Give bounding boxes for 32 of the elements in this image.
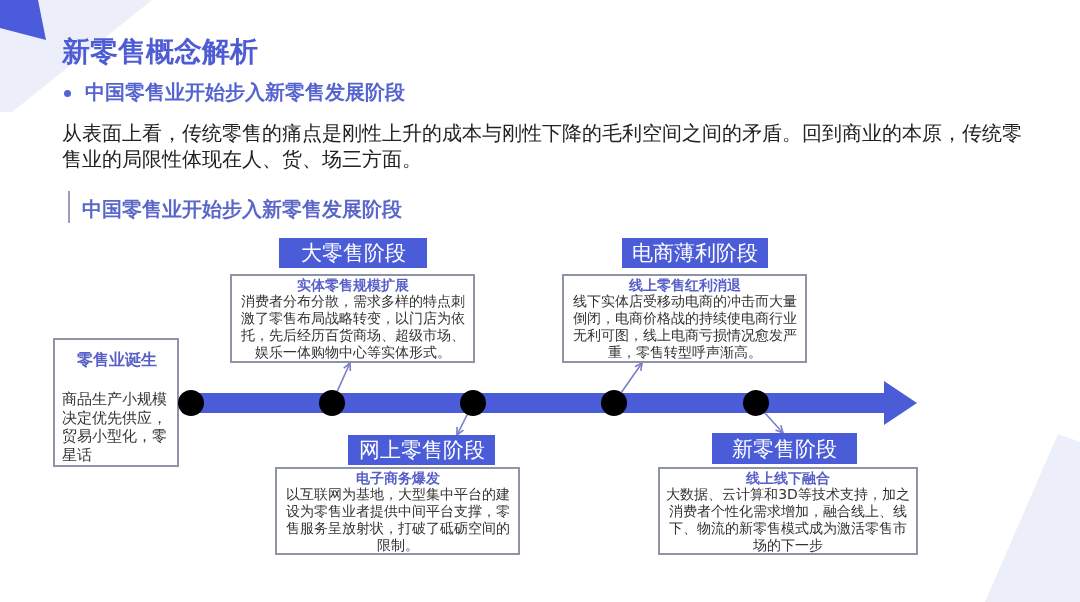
- arrow: [336, 362, 352, 392]
- intro-paragraph: 从表面上看，传统零售的痛点是刚性上升的成本与刚性下降的毛利空间之间的矛盾。回到商业的本原，传统零售业的局限性体现在人、货、场三方面。: [62, 120, 1023, 172]
- page-title: 新零售概念解析: [62, 34, 258, 70]
- description-card: [275, 467, 520, 555]
- section-heading: 中国零售业开始步入新零售发展阶段: [82, 198, 402, 222]
- timeline-dot: [601, 390, 627, 416]
- card-heading: 电子商务爆发: [354, 470, 441, 486]
- timeline-dot: [743, 390, 769, 416]
- stage-banner: 新零售阶段: [712, 433, 857, 464]
- description-card: [658, 467, 918, 555]
- timeline-dot: [460, 390, 486, 416]
- timeline-dot: [178, 390, 204, 416]
- stage-banner: 网上零售阶段: [348, 435, 495, 465]
- bullet-heading: 中国零售业开始步入新零售发展阶段: [85, 80, 405, 105]
- stage-banner: 电商薄利阶段: [622, 238, 768, 268]
- card-body-text: 以互联网为基地，大型集中平台的建设为零售业者提供中间平台支撑，零售服务呈放射状，打破了砥砺空间的限制。: [284, 486, 511, 554]
- description-card: [230, 274, 475, 363]
- arrow: [620, 362, 643, 394]
- card-body-text: 消费者分布分散，需求多样的特点刺激了零售布局战略转变，以门店为依托，先后经历百货商场、超级市场、娱乐一体购物中心等实体形式。: [239, 293, 466, 361]
- arrow: [456, 413, 468, 436]
- card-heading: 线上零售红利消退: [627, 277, 742, 293]
- card-heading: 零售业诞生: [75, 350, 158, 370]
- timeline-dot: [319, 390, 345, 416]
- description-card: [53, 338, 179, 467]
- card-heading: 线上线下融合: [745, 470, 831, 486]
- card-body-text: 大数据、云计算和3D等技术支持，加之消费者个性化需求增加，融合线上、线下、物流的新零售模式成为激活零售市场的下一步: [665, 486, 911, 554]
- description-card: [562, 274, 807, 363]
- card-body-text: 线下实体店受移动电商的冲击而大量倒闭，电商价格战的持续使电商行业无利可图，线上电商亏损情况愈发严重，零售转型呼声渐高。: [571, 293, 798, 361]
- card-heading: 实体零售规模扩展: [295, 277, 410, 293]
- card-body-text: 商品生产小规模决定优先供应，贸易小型化，零星话: [62, 390, 168, 464]
- arrow: [763, 411, 784, 434]
- stage-banner: 大零售阶段: [279, 238, 427, 268]
